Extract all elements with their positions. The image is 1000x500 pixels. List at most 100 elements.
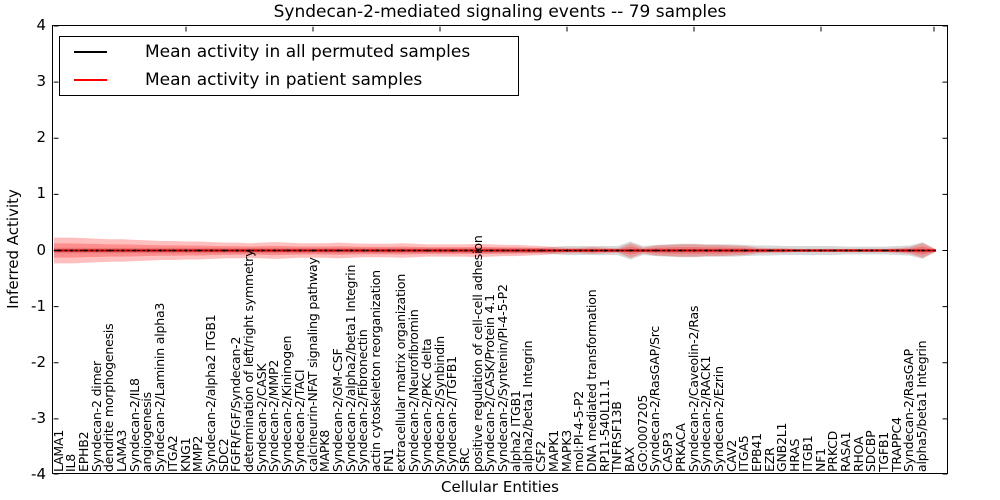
data-point-marker <box>718 249 721 252</box>
data-point-marker <box>566 249 568 252</box>
legend-item-patient: Mean activity in patient samples <box>60 67 518 93</box>
x-axis-label: Cellular Entities <box>441 478 559 496</box>
data-point-marker <box>858 249 861 252</box>
data-point-marker <box>680 249 683 252</box>
data-point-marker <box>616 249 619 252</box>
data-point-marker <box>159 249 162 252</box>
data-point-marker <box>896 249 899 252</box>
data-point-marker <box>286 249 289 252</box>
y-tick-label: 0 <box>36 240 46 259</box>
data-point-marker <box>58 249 60 252</box>
data-point-marker <box>96 249 99 252</box>
data-point-marker <box>350 249 353 252</box>
legend: Mean activity in all permuted samples Me… <box>59 36 519 96</box>
data-point-marker <box>908 249 911 252</box>
plot-area <box>52 25 948 475</box>
data-point-marker <box>388 249 391 252</box>
data-point-marker <box>439 249 441 252</box>
data-point-marker <box>337 249 340 252</box>
data-point-marker <box>540 249 543 252</box>
data-point-marker <box>515 249 518 252</box>
x-tick-label: SRC <box>456 447 472 472</box>
data-point-marker <box>324 249 327 252</box>
x-tick-label: Syndecan-2/TACI <box>291 369 307 472</box>
data-point-marker <box>743 249 746 252</box>
data-point-marker <box>121 249 124 252</box>
y-tick-label: 1 <box>36 184 46 203</box>
data-point-marker <box>146 249 149 252</box>
data-point-marker <box>794 249 797 252</box>
chart-canvas <box>53 26 948 475</box>
x-tick-label: Syndecan-2/alpha2 ITGB1 <box>202 314 218 472</box>
data-point-marker <box>108 249 111 252</box>
legend-label: Mean activity in patient samples <box>145 70 423 90</box>
data-point-marker <box>845 249 848 252</box>
y-tick-label: 4 <box>36 16 46 34</box>
data-point-marker <box>299 249 302 252</box>
data-point-marker <box>527 249 530 252</box>
data-point-marker <box>756 249 759 252</box>
x-tick-label: actin cytoskeleton reorganization <box>368 270 383 472</box>
data-point-marker <box>413 249 416 252</box>
data-point-marker <box>172 249 175 252</box>
x-tick-label: MAPK1 <box>545 429 561 472</box>
data-point-marker <box>781 249 784 252</box>
data-point-marker <box>464 249 467 252</box>
data-point-marker <box>197 249 200 252</box>
data-point-marker <box>604 249 607 252</box>
data-point-marker <box>553 249 556 252</box>
data-point-marker <box>769 249 772 252</box>
data-point-marker <box>400 249 403 252</box>
data-point-marker <box>832 249 835 252</box>
data-point-marker <box>667 249 670 252</box>
data-point-marker <box>591 249 594 252</box>
data-point-marker <box>642 249 645 252</box>
data-point-marker <box>312 249 314 252</box>
data-point-marker <box>705 249 708 252</box>
y-tick-label: -3 <box>31 408 46 427</box>
x-tick-label: Syndecan-2/Ezrin <box>710 366 726 472</box>
x-tick-label: DNA mediated transformation <box>583 289 599 472</box>
x-tick-label: RASA1 <box>837 431 853 472</box>
data-point-marker <box>807 249 810 252</box>
data-point-marker <box>693 249 695 252</box>
chart-title: Syndecan-2-mediated signaling events -- … <box>273 2 727 22</box>
data-point-marker <box>235 249 238 252</box>
data-point-marker <box>820 249 822 252</box>
x-tick-label: ITGB1 <box>799 435 815 472</box>
y-tick-label: 2 <box>36 128 46 147</box>
patient-line-sample-icon <box>74 79 107 81</box>
data-point-marker <box>731 249 734 252</box>
x-tick-label: Syndecan-2/PKC delta <box>418 338 434 472</box>
x-tick-label: ITGA2 <box>164 435 180 472</box>
data-point-marker <box>223 249 226 252</box>
data-point-marker <box>921 249 924 252</box>
x-tick-label: alpha5/beta1 Integrin <box>914 340 930 472</box>
y-tick-label: -1 <box>31 296 46 315</box>
data-point-marker <box>578 249 581 252</box>
data-point-marker <box>83 249 86 252</box>
data-point-marker <box>248 249 251 252</box>
data-point-marker <box>210 249 213 252</box>
x-tick-label: PRKACA <box>672 423 688 472</box>
y-tick-label: 3 <box>36 72 46 91</box>
data-point-marker <box>502 249 505 252</box>
y-tick-label: -4 <box>31 465 46 483</box>
legend-label: Mean activity in all permuted samples <box>145 42 471 62</box>
data-point-marker <box>362 249 365 252</box>
data-point-marker <box>426 249 429 252</box>
data-point-marker <box>883 249 886 252</box>
data-point-marker <box>870 249 873 252</box>
x-tick-label: EPHB2 <box>75 431 91 472</box>
data-point-marker <box>375 249 378 252</box>
data-point-marker <box>134 249 137 252</box>
permuted-line-sample-icon <box>74 51 107 53</box>
data-point-marker <box>654 249 657 252</box>
data-point-marker <box>70 249 73 252</box>
data-point-marker <box>261 249 264 252</box>
data-point-marker <box>451 249 454 252</box>
data-point-marker <box>273 249 276 252</box>
legend-item-permuted: Mean activity in all permuted samples <box>60 39 518 65</box>
data-point-marker <box>477 249 480 252</box>
